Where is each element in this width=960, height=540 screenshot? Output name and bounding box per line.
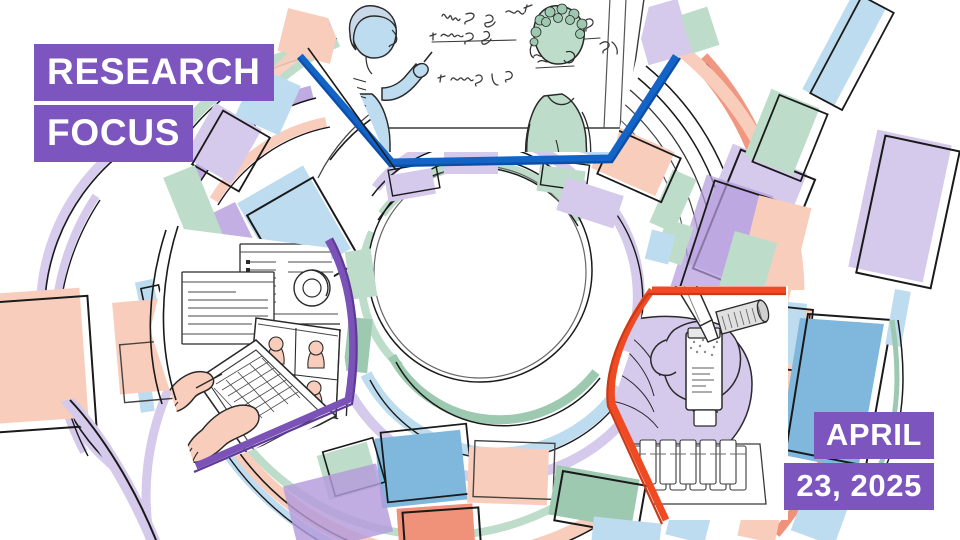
- block: [184, 102, 272, 193]
- block: [718, 231, 778, 299]
- block: [556, 177, 624, 229]
- lab-accent-border: [607, 286, 786, 522]
- block: [680, 6, 720, 54]
- whiteboard-accent-border: [297, 53, 679, 166]
- block: [848, 129, 960, 290]
- whiteboard-session-illustration: [297, 0, 682, 168]
- block: [467, 439, 556, 506]
- title-block: RESEARCH FOCUS: [34, 44, 274, 162]
- block: [649, 169, 697, 233]
- videocall-accent-border: [194, 238, 357, 470]
- date-line-month: APRIL: [813, 412, 934, 459]
- block: [590, 516, 662, 540]
- block: [344, 248, 378, 300]
- vignette-outline-overlays: [149, 47, 397, 405]
- block: [0, 287, 98, 436]
- whiteboard-accent-border-shadow: [297, 57, 682, 168]
- block: [282, 463, 394, 540]
- lab-sample-illustration: [606, 286, 788, 525]
- date-block: APRIL 23, 2025: [784, 412, 934, 510]
- block: [396, 503, 483, 540]
- title-line-research: RESEARCH: [34, 44, 274, 101]
- block: [277, 8, 341, 64]
- lab-accent-border-shadow: [606, 292, 786, 525]
- block: [744, 88, 829, 183]
- videocall-accent-border-shadow: [193, 237, 358, 474]
- remote-collaboration-illustration: [150, 228, 358, 474]
- block: [633, 0, 693, 66]
- date-line-day-year: 23, 2025: [784, 463, 934, 510]
- title-line-focus: FOCUS: [34, 105, 194, 162]
- block: [60, 398, 160, 540]
- block: [644, 229, 676, 265]
- block: [802, 0, 895, 112]
